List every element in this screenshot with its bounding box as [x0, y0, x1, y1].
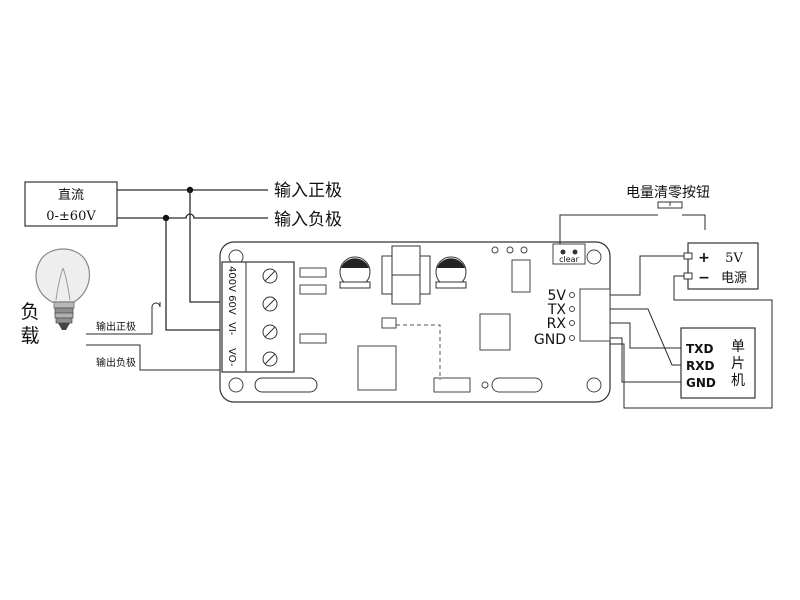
clear-button-label: 电量清零按钮 — [626, 185, 710, 201]
mount-hole-bl — [228, 377, 244, 393]
capacitor-2 — [435, 256, 467, 289]
board-pin-rx: RX — [547, 316, 567, 332]
input-negative-label: 输入负极 — [274, 210, 342, 230]
wire-gnd-mcu — [610, 337, 681, 383]
board-pin-5v: 5V — [548, 288, 567, 304]
resistor-2 — [299, 284, 327, 295]
power-minus-label: − — [698, 270, 710, 286]
dashed-link — [396, 324, 441, 380]
ic-chip-right — [479, 313, 511, 351]
wire-rx-to-txd — [610, 322, 681, 349]
clear-header-label: clear — [559, 255, 579, 264]
power-name-label: 电源 — [721, 271, 747, 286]
dc-source-title: 直流 — [58, 188, 84, 203]
mcu-pin-gnd: GND — [686, 376, 716, 390]
crystal — [491, 377, 543, 393]
dc-source-range: 0-±60V — [46, 209, 96, 224]
terminal-label-vo: VO- — [226, 348, 237, 367]
input-negative-wire — [117, 213, 268, 219]
dc-source-box — [24, 181, 118, 227]
wire-5v — [610, 255, 684, 296]
mcu-name-3: 机 — [731, 373, 745, 389]
ic-chip-left — [357, 345, 397, 391]
capacitor-1 — [339, 256, 371, 289]
output-positive-label: 输出正极 — [96, 320, 136, 333]
output-negative-wire — [86, 344, 262, 371]
resistor-1 — [299, 267, 327, 278]
terminal-block — [221, 261, 295, 373]
mcu-name-1: 单 — [731, 339, 745, 355]
bulb-icon — [35, 248, 91, 330]
mount-hole-br — [586, 377, 602, 393]
load-label-bottom: 载 — [20, 325, 39, 347]
clear-button-icon — [657, 201, 683, 209]
output-positive-wire — [86, 302, 161, 335]
mount-hole-tr — [586, 249, 602, 265]
uart-header — [569, 288, 611, 342]
clear-button-wire — [559, 214, 706, 244]
wire-tx-to-rxd — [610, 308, 681, 366]
power-minus-terminal — [683, 272, 693, 280]
output-negative-label: 输出负极 — [96, 356, 136, 369]
mcu-box — [680, 327, 756, 399]
board-pin-tx: TX — [547, 302, 567, 318]
board-pin-gnd: GND — [534, 332, 566, 348]
load-label-top: 负 — [20, 301, 39, 323]
mcu-pin-txd: TXD — [686, 342, 713, 356]
wire-gnd-power — [610, 275, 773, 409]
power-plus-terminal — [683, 252, 693, 260]
transformer — [381, 245, 431, 305]
shunt-slot — [254, 377, 318, 393]
power-voltage-label: 5V — [725, 251, 743, 266]
circuit-board: 400V 60V VI- VO- — [219, 241, 611, 403]
clear-header — [552, 243, 586, 265]
terminal-label-voltage: 400V 60V — [226, 266, 237, 315]
power-plus-label: + — [698, 250, 710, 266]
mcu-name-2: 片 — [731, 356, 745, 372]
power-supply-box — [687, 242, 759, 290]
regulator — [511, 259, 531, 293]
terminal-label-vi: VI- — [226, 322, 237, 336]
input-positive-label: 输入正极 — [274, 181, 342, 201]
mcu-pin-rxd: RXD — [686, 359, 714, 373]
optocoupler — [433, 377, 471, 393]
resistor-3 — [299, 333, 327, 344]
small-chip-1 — [381, 317, 397, 329]
terminal-screws — [262, 268, 278, 367]
